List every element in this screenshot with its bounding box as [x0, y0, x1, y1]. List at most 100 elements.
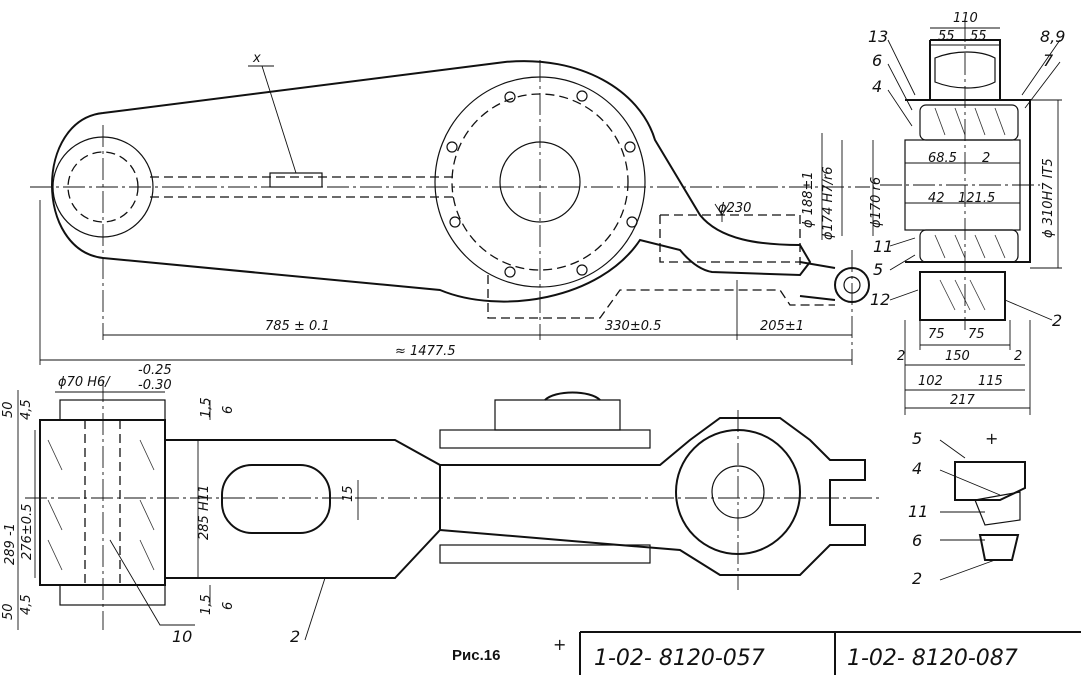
hub-bolt-holes: [446, 90, 638, 278]
caption-labels: Рис.16 + 1-02- 8120-057 1-02- 8120-087: [452, 635, 1018, 671]
roller-row-top: [919, 104, 1019, 141]
detail-label-2: 2: [912, 569, 922, 588]
label-5: 5: [873, 260, 883, 279]
detail-part-4: [974, 491, 1021, 526]
dim-w55a: 55: [938, 29, 955, 44]
dim-d170: ϕ170 r6: [869, 177, 884, 228]
seal-detail: [939, 439, 1026, 581]
lever-outline: [51, 60, 812, 303]
part-leaders: [887, 39, 1061, 321]
dim-6a: 6: [221, 406, 236, 414]
part-number-1: 1-02- 8120-057: [594, 646, 765, 671]
dim-2: 2: [982, 151, 990, 166]
roller-row-bottom: [919, 229, 1019, 263]
dim-45b: 4,5: [19, 594, 34, 615]
dim-1215: 121.5: [958, 191, 995, 206]
label-10: 10: [172, 627, 192, 646]
lever-top-view: [30, 60, 870, 365]
dim-75a: 75: [928, 327, 945, 342]
dim-50b: 50: [1, 603, 16, 620]
label-12: 12: [870, 290, 890, 309]
section-x-mark: [269, 172, 323, 188]
label-8-9: 8,9: [1040, 27, 1065, 46]
dim-289: 289 -1: [3, 523, 18, 565]
dim-d188: ϕ 188±1: [801, 171, 816, 228]
dim-42: 42: [928, 191, 945, 206]
label-6: 6: [872, 51, 882, 70]
detail-labels: 5 + 4 11 6 2: [908, 429, 998, 588]
bearing-labels: 110 55 55 13 6 4 8,9 7 11 5 12 2 68.5 2 …: [801, 11, 1065, 408]
tol-upper: -0.25: [138, 363, 172, 378]
clevis-top-lug: [59, 399, 166, 421]
clevis-block: [39, 419, 166, 586]
dim-685: 68.5: [928, 151, 957, 166]
tol-lower: -0.30: [138, 378, 172, 393]
dim-75b: 75: [968, 327, 985, 342]
label-2-side: 2: [290, 627, 300, 646]
label-13: 13: [868, 27, 888, 46]
dim-15b: 1,5: [199, 594, 214, 615]
caption-plus: +: [553, 635, 566, 654]
eye-link: [799, 261, 836, 301]
dim-d174: ϕ174 H7/r6: [821, 166, 836, 240]
dim-2a: 2: [897, 349, 905, 364]
arm-slot: [221, 464, 331, 534]
upper-cap: [929, 39, 1001, 100]
detail-label-5: 5: [912, 429, 922, 448]
d230-arrow: [714, 203, 730, 222]
label-2-bearing: 2: [1052, 311, 1062, 330]
dim-d230: ϕ230: [718, 201, 751, 216]
flange-top: [439, 429, 651, 449]
detail-leaders: [939, 439, 1001, 581]
lever-side-view: [17, 380, 880, 641]
bearing-section: [821, 20, 1062, 415]
rollers-hatch: [934, 107, 1006, 259]
boss-top: [494, 399, 621, 431]
part-number-2: 1-02- 8120-087: [847, 646, 1018, 671]
dim-205: 205±1: [760, 319, 804, 334]
dim-330: 330±0.5: [605, 319, 661, 334]
boss-cut: [544, 391, 601, 401]
foot-hatch: [939, 279, 986, 311]
leader-2-side: [304, 577, 326, 641]
label-11: 11: [873, 237, 893, 256]
dim-6b: 6: [221, 602, 236, 610]
clevis-bottom-lug: [59, 584, 166, 606]
detail-label-6: 6: [912, 531, 922, 550]
dim-45a: 4,5: [19, 399, 34, 420]
seal-top: [934, 51, 996, 89]
web-hidden: [150, 176, 455, 198]
fit-70: ϕ70 H6/: [58, 375, 111, 390]
figure-caption: Рис.16: [452, 647, 500, 664]
arm-outline: [165, 439, 441, 579]
dim-217: 217: [950, 393, 976, 408]
dim-2b: 2: [1014, 349, 1022, 364]
dim-w15: 15: [341, 485, 356, 502]
dim-115: 115: [978, 374, 1003, 389]
dim-276: 276±0.5: [20, 504, 35, 560]
dim-15a: 1,5: [199, 397, 214, 418]
top-view-labels: x ϕ230 785 ± 0.1 330±0.5 205±1 ≈ 1477.5: [252, 51, 804, 359]
flange-bottom: [439, 544, 651, 564]
detail-part-2: [978, 534, 1020, 561]
title-block: [579, 631, 1081, 675]
lower-hidden: [487, 275, 835, 319]
label-4: 4: [872, 77, 882, 96]
bracket-hidden: [659, 214, 801, 265]
dim-785: 785 ± 0.1: [265, 319, 330, 334]
foot-block: [919, 271, 1006, 321]
leader-10: [109, 539, 195, 626]
body-outline: [439, 417, 866, 576]
dim-d310: ϕ 310H7 IT5: [1041, 158, 1056, 238]
dim-285: 285 H11: [197, 485, 212, 540]
dim-150: 150: [945, 349, 970, 364]
dim-102: 102: [918, 374, 943, 389]
label-x: x: [252, 51, 261, 66]
housing-outline: [905, 99, 1031, 263]
dim-w110: 110: [953, 11, 978, 26]
detail-label-11: 11: [908, 502, 928, 521]
label-7: 7: [1043, 51, 1054, 70]
side-view-labels: ϕ70 H6/ -0.25 -0.30 50 4,5 50 4,5 289 -1…: [1, 363, 356, 646]
